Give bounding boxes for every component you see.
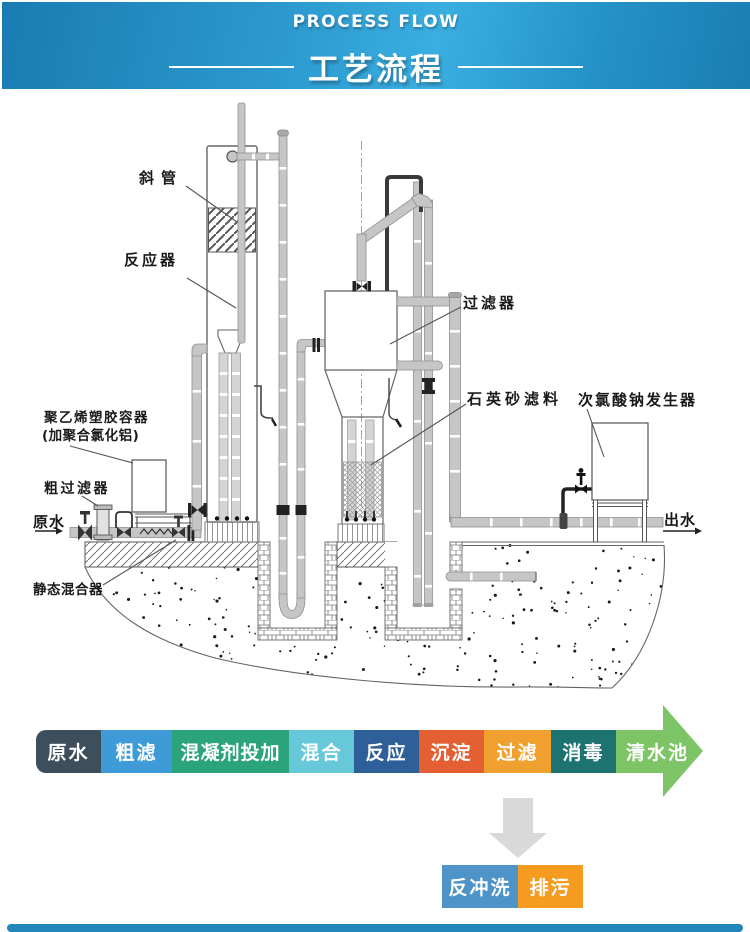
filter-pipes [352, 175, 451, 607]
flow-step-sedimentation: 沉淀 [419, 730, 484, 773]
diagram-drawing [35, 102, 702, 689]
flow-step-reaction: 反应 [354, 730, 419, 773]
drain-pipe [445, 571, 537, 582]
flow-step-coagulant-dosing: 混凝剂投加 [172, 730, 289, 773]
reactor-tower [204, 102, 284, 543]
flow-direction-arrows [35, 527, 702, 535]
flow-step-coarse-filtration: 粗滤 [101, 730, 172, 773]
label-static-mixer: 静态混合器 [33, 582, 103, 598]
flow-step-clear-water-tank: 清水池 [616, 730, 687, 773]
reactor-downpipe [276, 129, 326, 619]
sample-tap [254, 385, 273, 419]
label-coarse-filter: 粗过滤器 [44, 481, 110, 497]
label-inclined-tube: 斜管 [139, 169, 184, 187]
pit-right [384, 541, 463, 641]
down-arrow-icon [489, 798, 547, 858]
footer-bar [7, 924, 743, 932]
filter-vessel [324, 141, 403, 543]
header-banner: PROCESS FLOW 工艺流程 [2, 2, 750, 89]
label-pe-container: 聚乙烯塑胶容器 [44, 410, 149, 426]
page-title: 工艺流程 [308, 52, 444, 88]
reactor-pedestal [204, 521, 260, 543]
process-flow-bar: 原水 粗滤 混凝剂投加 混合 反应 沉淀 过滤 消毒 清水池 [36, 730, 687, 773]
title-line-right [458, 65, 583, 68]
outlet-pipe [448, 292, 664, 528]
flow-step-raw-water: 原水 [36, 730, 101, 773]
label-pe-container-note: (加聚合氯化铝) [42, 428, 140, 444]
static-mixer-element [139, 528, 173, 535]
title-line-left [169, 65, 294, 68]
ground-line [462, 541, 664, 546]
label-filter: 过滤器 [463, 294, 518, 312]
process-diagram: 斜管 反应器 过滤器 石英砂滤料 次氯酸钠发生器 聚乙烯塑胶容器 (加聚合氯化铝… [0, 90, 750, 710]
label-quartz-sand: 石英砂滤料 [467, 390, 563, 408]
leader-lines [69, 185, 605, 586]
soil-boundary [84, 544, 666, 689]
label-out-water: 出水 [664, 511, 697, 529]
hypochlorite-generator [559, 422, 649, 543]
label-reactor: 反应器 [124, 251, 179, 269]
label-hypochlorite-generator: 次氯酸钠发生器 [578, 391, 698, 409]
filter-pedestal [337, 523, 385, 543]
sub-step-backwash: 反冲洗 [442, 865, 518, 908]
concrete-slab [84, 541, 398, 568]
dosing-container [131, 459, 167, 513]
inlet-assembly [69, 343, 208, 541]
flow-step-filtration: 过滤 [484, 730, 551, 773]
label-raw-water: 原水 [33, 513, 66, 531]
flow-step-mixing: 混合 [289, 730, 354, 773]
header-subtitle: PROCESS FLOW [292, 12, 460, 32]
sub-step-blowdown: 排污 [518, 865, 583, 908]
flow-step-disinfection: 消毒 [551, 730, 616, 773]
